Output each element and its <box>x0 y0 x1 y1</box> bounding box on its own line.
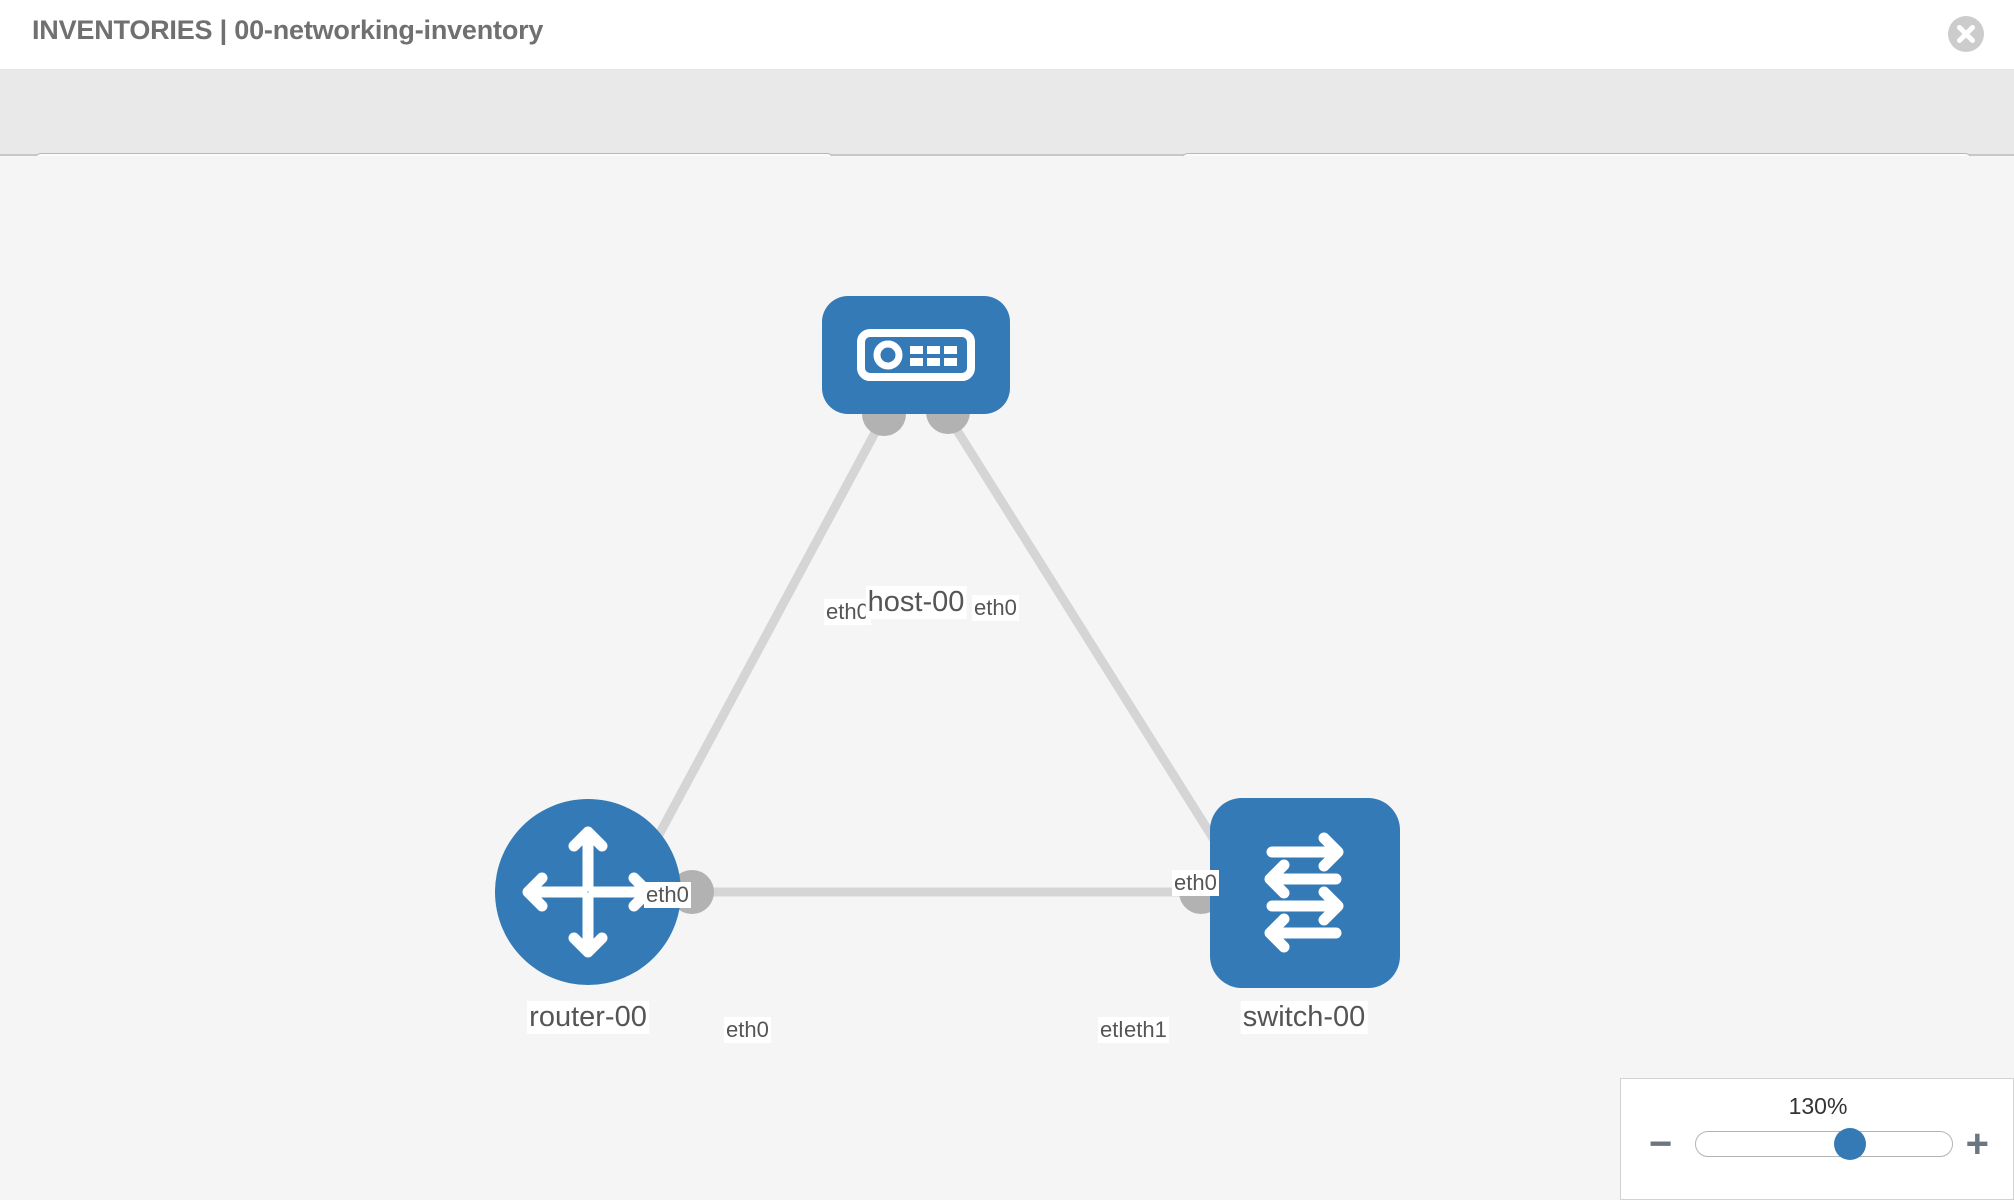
edge-label-interface: eth1 <box>1122 1017 1169 1043</box>
page-header: INVENTORIES | 00-networking-inventory <box>0 0 2014 70</box>
node-router-00[interactable] <box>495 799 681 985</box>
zoom-in-button[interactable]: + <box>1965 1122 1989 1166</box>
topology-edges <box>636 413 1232 897</box>
close-icon[interactable] <box>1946 14 1986 54</box>
page-title: INVENTORIES | 00-networking-inventory <box>32 15 544 45</box>
edge-host-switch[interactable] <box>944 413 1232 865</box>
edge-label-interface: eth0 <box>724 1017 771 1043</box>
node-label-switch-00: switch-00 <box>1240 1001 1368 1034</box>
zoom-control-panel: 130% − + <box>1620 1078 2014 1200</box>
zoom-slider[interactable] <box>1695 1128 1953 1160</box>
edge-label-interface: eth0 <box>644 882 691 908</box>
node-label-router-00: router-00 <box>527 1001 649 1034</box>
router-node-shape[interactable] <box>495 799 681 985</box>
edge-label-interface: eth0 <box>972 595 1019 621</box>
topology-canvas[interactable]: eth0 eth0 eth0 eth0 eth0 eth0 eth1 host-… <box>0 156 2014 1200</box>
zoom-out-button[interactable]: − <box>1649 1122 1673 1166</box>
node-label-host-00: host-00 <box>865 586 967 619</box>
node-switch-00[interactable] <box>1210 798 1400 988</box>
edge-host-router[interactable] <box>636 413 888 873</box>
edge-label-interface: eth0 <box>1172 870 1219 896</box>
host-node-shape[interactable] <box>822 296 1010 414</box>
switch-node-shape[interactable] <box>1210 798 1400 988</box>
topology-graph <box>495 296 1400 988</box>
node-host-00[interactable] <box>822 296 1010 414</box>
edge-label-interface: eth0 <box>824 599 871 625</box>
zoom-level-value: 130% <box>1788 1093 1848 1119</box>
toolbar: ACTIONS SEARCH <box>0 70 2014 211</box>
zoom-slider-thumb[interactable] <box>1833 1128 1866 1160</box>
